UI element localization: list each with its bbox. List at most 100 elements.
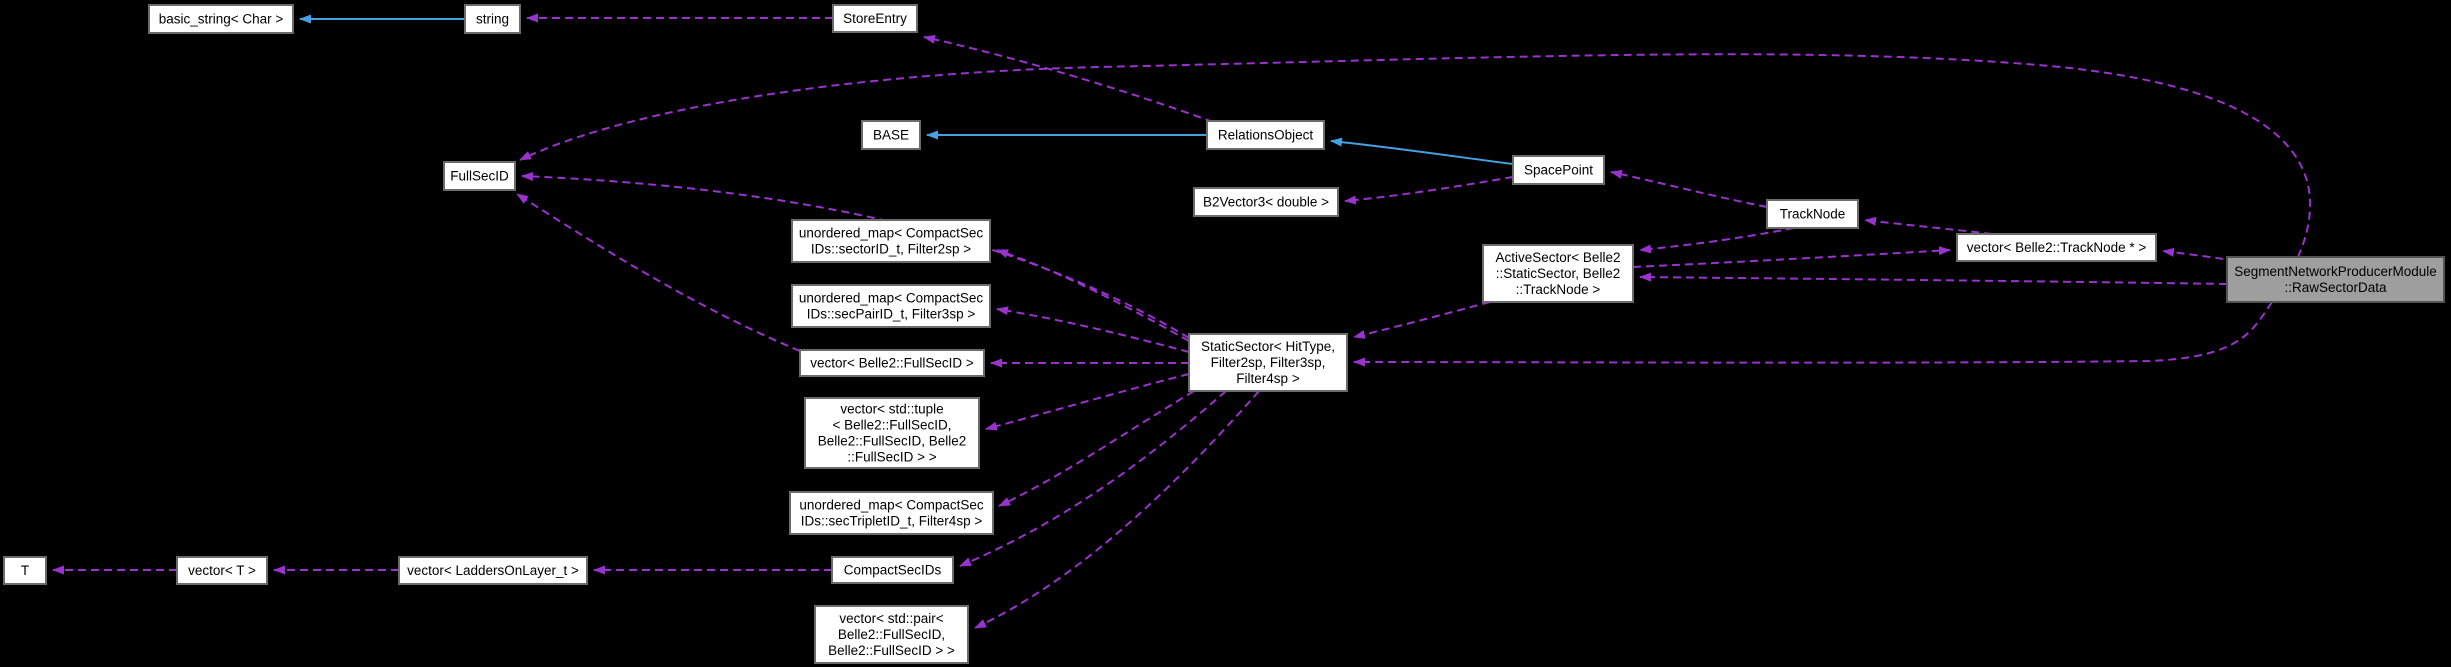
node-box-full_sec_id[interactable] [443,161,516,191]
edge-vector_fullsecid-to-full_sec_id [516,193,801,352]
node-track_node[interactable]: TrackNode [1766,199,1859,229]
edge-raw_sector_data-to-active_sector [1639,272,2228,285]
node-label-line: IDs::secPairID_t, Filter3sp > [807,307,976,322]
node-box-vector_t[interactable] [176,556,268,585]
node-label-compact_sec_ids: CompactSecIDs [844,563,942,578]
node-box-vector_pair[interactable] [814,605,969,664]
node-vector_pair[interactable]: vector< std::pair<Belle2::FullSecID,Bell… [814,605,969,664]
node-label-line: Filter4sp > [1236,371,1300,386]
node-t[interactable]: T [3,556,47,585]
edge-raw_sector_data-to-full_sec_id [519,53,2312,258]
node-label-base: BASE [873,128,909,143]
node-box-store_entry[interactable] [832,4,918,33]
node-box-umap_filter4sp[interactable] [789,491,994,535]
node-vector_t[interactable]: vector< T > [176,556,268,585]
node-vector_tracknode_ptr[interactable]: vector< Belle2::TrackNode * > [1956,233,2157,262]
node-label-line: unordered_map< CompactSec [799,498,983,513]
node-box-static_sector[interactable] [1188,333,1348,392]
node-box-base[interactable] [861,120,921,150]
node-box-b2vector3[interactable] [1193,187,1339,217]
node-store_entry[interactable]: StoreEntry [832,4,918,33]
node-box-vector_ladders[interactable] [398,556,588,585]
node-box-compact_sec_ids[interactable] [831,556,954,584]
node-full_sec_id[interactable]: FullSecID [443,161,516,191]
node-label-line: StaticSector< HitType, [1201,339,1335,354]
node-label-line: unordered_map< CompactSec [799,226,983,241]
node-box-basic_string[interactable] [148,4,294,34]
node-label-line: vector< Belle2::FullSecID > [810,356,974,371]
node-vector_fullsecid[interactable]: vector< Belle2::FullSecID > [799,349,985,377]
node-vector_tuple[interactable]: vector< std::tuple< Belle2::FullSecID,Be… [804,397,980,469]
edge-relations_object-to-store_entry [923,34,1214,123]
node-box-vector_tracknode_ptr[interactable] [1956,233,2157,262]
node-label-b2vector3: B2Vector3< double > [1203,195,1329,210]
edge-space_point-to-relations_object [1330,137,1514,165]
node-label-line: BASE [873,128,909,143]
node-label-line: vector< T > [188,563,256,578]
node-space_point[interactable]: SpacePoint [1512,155,1605,185]
node-vector_ladders[interactable]: vector< LaddersOnLayer_t > [398,556,588,585]
node-label-line: unordered_map< CompactSec [799,291,983,306]
node-box-umap_filter3sp[interactable] [791,284,991,328]
node-box-raw_sector_data [2226,256,2445,303]
node-box-track_node[interactable] [1766,199,1859,229]
node-label-line: vector< std::tuple [840,402,943,417]
node-compact_sec_ids[interactable]: CompactSecIDs [831,556,954,584]
node-label-line: Belle2::FullSecID > > [828,643,955,658]
node-label-line: TrackNode [1780,207,1846,222]
node-box-space_point[interactable] [1512,155,1605,185]
node-label-space_point: SpacePoint [1524,163,1593,178]
edge-active_sector-to-static_sector [1353,301,1491,339]
node-label-active_sector: ActiveSector< Belle2::StaticSector, Bell… [1496,250,1621,297]
node-label-t: T [21,563,29,578]
node-label-line: < Belle2::FullSecID, [833,418,952,433]
node-string[interactable]: string [464,4,521,34]
node-label-line: T [21,563,29,578]
node-label-line: FullSecID [450,169,509,184]
node-label-line: ::TrackNode > [1516,282,1601,297]
node-label-vector_t: vector< T > [188,563,256,578]
node-box-umap_filter2sp[interactable] [791,219,991,263]
node-label-relations_object: RelationsObject [1218,128,1314,143]
node-b2vector3[interactable]: B2Vector3< double > [1193,187,1339,217]
node-box-active_sector[interactable] [1482,244,1634,303]
node-label-vector_fullsecid: vector< Belle2::FullSecID > [810,356,974,371]
node-label-line: vector< std::pair< [839,611,943,626]
node-label-vector_tuple: vector< std::tuple< Belle2::FullSecID,Be… [818,402,967,465]
node-label-line: IDs::secTripletID_t, Filter4sp > [801,514,983,529]
node-box-vector_tuple[interactable] [804,397,980,469]
node-box-relations_object[interactable] [1206,120,1325,150]
node-label-line: Belle2::FullSecID, [838,627,945,642]
node-label-line: IDs::sectorID_t, Filter2sp > [811,242,971,257]
node-box-t[interactable] [3,556,47,585]
node-label-static_sector: StaticSector< HitType,Filter2sp, Filter3… [1201,339,1335,386]
edge-active_sector-to-vector_tracknode_ptr [1632,246,1951,268]
node-box-string[interactable] [464,4,521,34]
node-active_sector[interactable]: ActiveSector< Belle2::StaticSector, Bell… [1482,244,1634,303]
node-label-line: SegmentNetworkProducerModule [2234,264,2437,279]
node-base[interactable]: BASE [861,120,921,150]
edge-track_node-to-space_point [1610,169,1768,208]
edge-static_sector-to-umap_filter3sp [996,306,1190,353]
node-raw_sector_data: SegmentNetworkProducerModule::RawSectorD… [2226,256,2445,303]
node-label-string: string [476,12,509,27]
node-label-line: ActiveSector< Belle2 [1496,250,1621,265]
node-static_sector[interactable]: StaticSector< HitType,Filter2sp, Filter3… [1188,333,1348,392]
node-label-line: vector< Belle2::TrackNode * > [1967,240,2147,255]
node-label-line: RelationsObject [1218,128,1314,143]
node-label-line: ::FullSecID > > [847,450,936,465]
edge-track_node-to-active_sector [1639,227,1795,254]
node-box-vector_fullsecid[interactable] [799,349,985,377]
node-basic_string[interactable]: basic_string< Char > [148,4,294,34]
node-label-line: string [476,12,509,27]
edge-static_sector-to-vector_tuple [985,373,1190,431]
edge-static_sector-to-full_sec_id [521,171,1190,339]
node-relations_object[interactable]: RelationsObject [1206,120,1325,150]
edge-raw_sector_data-to-static_sector [1353,301,2273,367]
